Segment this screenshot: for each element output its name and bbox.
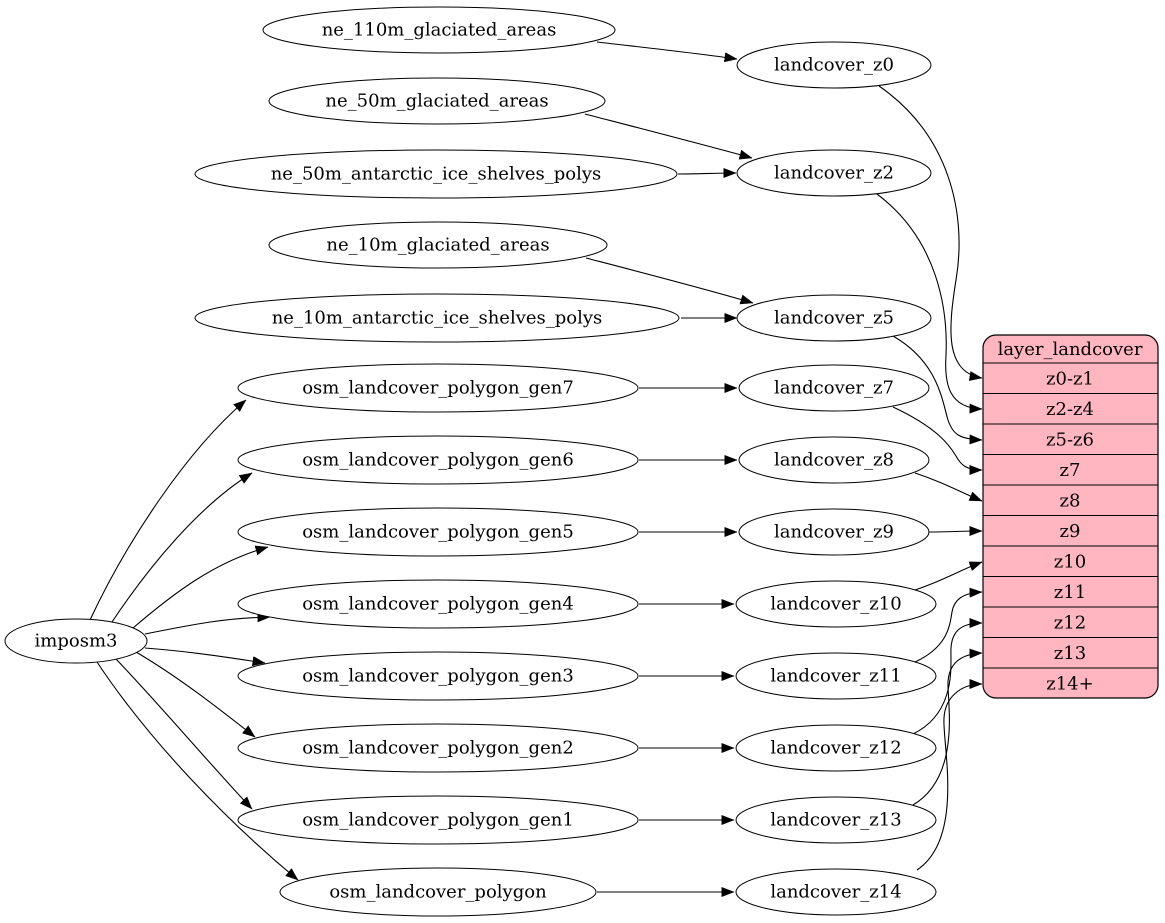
edge-z8-row (914, 472, 983, 502)
node-ne-10m-glaciated-areas: ne_10m_glaciated_areas (268, 221, 608, 269)
table-row-z8: z8 (1060, 491, 1081, 512)
node-landcover-z7: landcover_z7 (738, 364, 930, 412)
node-landcover-z0: landcover_z0 (736, 41, 932, 89)
edge-z2-row (876, 193, 983, 414)
node-landcover-z13: landcover_z13 (735, 796, 937, 844)
edge-z0-row (878, 85, 983, 381)
node-ne-50m-glaciated-areas: ne_50m_glaciated_areas (268, 77, 606, 125)
node-label: landcover_z13 (770, 810, 901, 831)
edge-z5-row (892, 335, 983, 445)
edge-ne10m-glaciated-z5 (585, 257, 754, 305)
node-landcover-z12: landcover_z12 (735, 724, 937, 772)
node-osm-landcover-polygon-gen3: osm_landcover_polygon_gen3 (237, 651, 639, 701)
edge-imposm3-gen5 (132, 545, 269, 629)
table-row-z2-z4: z2-z4 (1046, 399, 1094, 420)
table-row-z11: z11 (1054, 582, 1086, 603)
edge-z13-row (912, 648, 983, 806)
node-osm-landcover-polygon: osm_landcover_polygon (279, 867, 597, 917)
table-row-z5-z6: z5-z6 (1046, 430, 1094, 451)
node-label: osm_landcover_polygon_gen5 (302, 522, 574, 543)
table-row-z7: z7 (1060, 460, 1081, 481)
edges-middle-to-table (876, 85, 983, 871)
node-osm-landcover-polygon-gen4: osm_landcover_polygon_gen4 (237, 579, 639, 629)
node-label: ne_50m_antarctic_ice_shelves_polys (271, 164, 602, 185)
node-label: landcover_z8 (774, 450, 894, 471)
table-layer-landcover: layer_landcover z0-z1 z2-z4 z5-z6 z7 z8 … (982, 334, 1159, 699)
edges-source-to-middle (584, 41, 754, 897)
edge-imposm3-gen7 (89, 399, 247, 621)
node-osm-landcover-polygon-gen5: osm_landcover_polygon_gen5 (237, 507, 639, 557)
node-label: osm_landcover_polygon_gen6 (302, 450, 574, 471)
node-landcover-z10: landcover_z10 (735, 580, 937, 628)
edge-ne50m-antarctic-z2 (677, 168, 737, 179)
table-row-z13: z13 (1054, 643, 1086, 664)
table-row-z0-z1: z0-z1 (1046, 369, 1094, 390)
node-landcover-z5: landcover_z5 (736, 294, 932, 342)
node-label: osm_landcover_polygon_gen1 (302, 810, 574, 831)
edge-imposm3-polygon (96, 661, 299, 881)
node-label: ne_10m_antarctic_ice_shelves_polys (272, 308, 603, 329)
edge-ne110m-z0 (596, 41, 738, 63)
node-landcover-z11: landcover_z11 (735, 652, 937, 700)
edge-imposm3-gen1 (115, 658, 253, 810)
node-landcover-z14: landcover_z14 (735, 868, 937, 916)
node-landcover-z8: landcover_z8 (738, 436, 930, 484)
node-label: landcover_z10 (770, 594, 901, 615)
node-label: landcover_z5 (774, 308, 894, 329)
node-ne-50m-antarctic-ice-shelves-polys: ne_50m_antarctic_ice_shelves_polys (194, 149, 678, 199)
table-row-z12: z12 (1054, 613, 1086, 634)
table-row-z9: z9 (1060, 521, 1081, 542)
edge-ne50m-glaciated-z2 (584, 113, 753, 160)
node-imposm3: imposm3 (4, 618, 148, 664)
node-label: osm_landcover_polygon (329, 882, 547, 903)
node-osm-landcover-polygon-gen2: osm_landcover_polygon_gen2 (237, 723, 639, 773)
node-ne-10m-antarctic-ice-shelves-polys: ne_10m_antarctic_ice_shelves_polys (194, 293, 680, 343)
edge-z7-row (892, 406, 983, 475)
table-row-z14plus: z14+ (1046, 674, 1093, 695)
node-landcover-z9: landcover_z9 (738, 508, 930, 556)
node-label: osm_landcover_polygon_gen2 (302, 738, 574, 759)
node-osm-landcover-polygon-gen7: osm_landcover_polygon_gen7 (237, 363, 639, 413)
edge-imposm3-gen6 (111, 472, 253, 623)
edge-imposm3-gen3 (144, 647, 266, 667)
edge-imposm3-gen4 (144, 612, 271, 635)
node-label: osm_landcover_polygon_gen7 (302, 378, 574, 399)
node-label: landcover_z0 (774, 55, 894, 76)
node-label: landcover_z14 (770, 882, 901, 903)
node-label: landcover_z12 (770, 738, 901, 759)
table-title: layer_landcover (998, 339, 1143, 360)
node-osm-landcover-polygon-gen6: osm_landcover_polygon_gen6 (237, 435, 639, 485)
edge-imposm3-gen2 (135, 651, 256, 738)
edge-z11-row (914, 587, 983, 663)
imposm3-label: imposm3 (35, 631, 118, 652)
edge-z10-row (914, 561, 983, 591)
node-label: landcover_z7 (774, 378, 894, 399)
node-label: ne_110m_glaciated_areas (322, 20, 557, 41)
edges-imposm3-fan (89, 399, 299, 881)
node-label: ne_10m_glaciated_areas (326, 235, 549, 256)
node-ne-110m-glaciated-areas: ne_110m_glaciated_areas (262, 6, 616, 54)
node-osm-landcover-polygon-gen1: osm_landcover_polygon_gen1 (237, 795, 639, 845)
node-label: osm_landcover_polygon_gen3 (302, 666, 574, 687)
edge-z14-row (916, 679, 983, 871)
edge-z9-row (928, 526, 983, 537)
node-label: landcover_z9 (774, 522, 894, 543)
node-label: ne_50m_glaciated_areas (325, 91, 548, 112)
node-label: landcover_z11 (770, 666, 901, 687)
imposm3-ellipse (4, 618, 148, 664)
node-landcover-z2: landcover_z2 (736, 149, 932, 197)
edge-z12-row (912, 618, 983, 735)
node-label: landcover_z2 (774, 163, 894, 184)
table-row-z10: z10 (1054, 552, 1086, 573)
node-label: osm_landcover_polygon_gen4 (302, 594, 574, 615)
